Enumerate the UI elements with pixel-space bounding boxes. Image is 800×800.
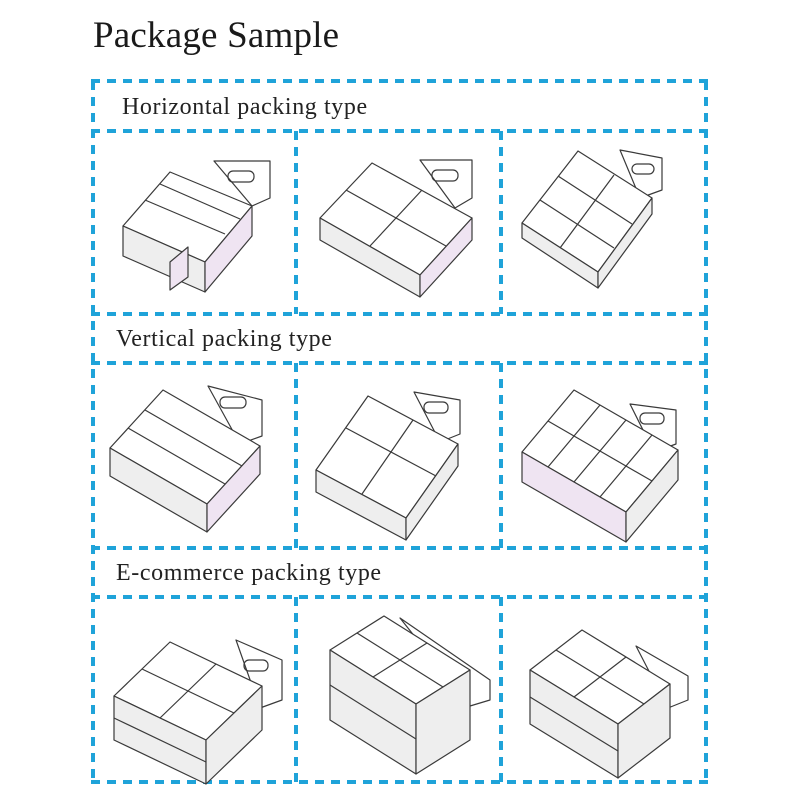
package-illustration-ecommerce-1 xyxy=(113,639,283,785)
package-illustration-ecommerce-3 xyxy=(529,629,689,779)
section-label-horizontal: Horizontal packing type xyxy=(122,94,368,120)
package-illustration-horizontal-3 xyxy=(521,149,663,289)
package-illustration-vertical-1 xyxy=(109,385,263,533)
package-illustration-horizontal-2 xyxy=(319,159,473,298)
dashed-grid-lines xyxy=(91,79,708,784)
package-illustration-vertical-2 xyxy=(315,391,461,541)
package-illustration-vertical-3 xyxy=(521,389,679,543)
section-label-vertical: Vertical packing type xyxy=(116,326,333,352)
package-illustration-ecommerce-2 xyxy=(329,615,491,775)
package-illustration-horizontal-1 xyxy=(122,160,271,293)
page-title: Package Sample xyxy=(93,15,340,56)
section-label-ecommerce: E-commerce packing type xyxy=(116,560,382,586)
